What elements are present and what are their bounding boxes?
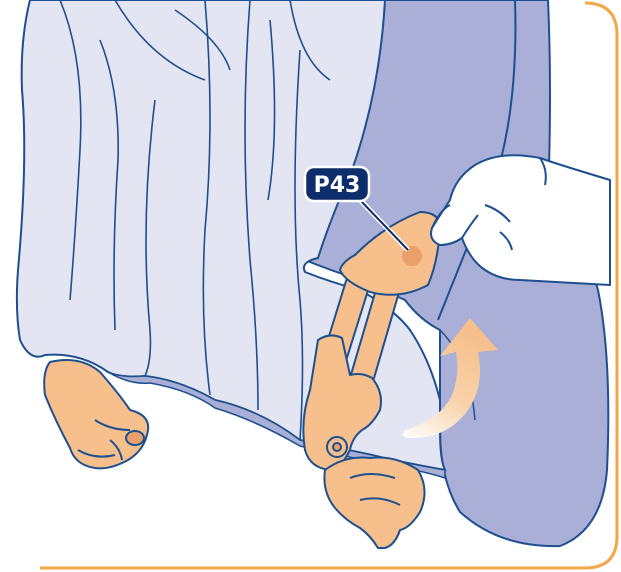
- part-number-label: P43: [314, 173, 361, 198]
- part-callout-badge: P43: [305, 167, 369, 201]
